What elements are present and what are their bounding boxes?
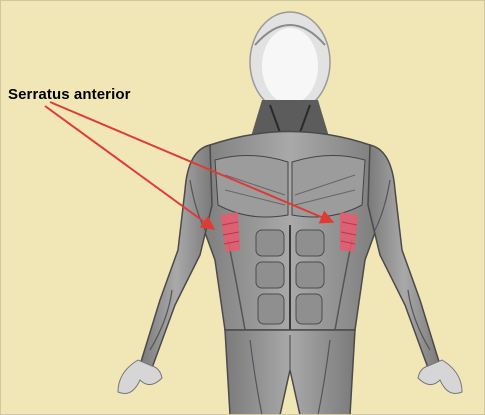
right-arm (368, 145, 462, 394)
left-arm (118, 145, 212, 394)
muscle-label: Serratus anterior (8, 86, 131, 103)
legs (225, 330, 355, 415)
head (250, 12, 330, 112)
